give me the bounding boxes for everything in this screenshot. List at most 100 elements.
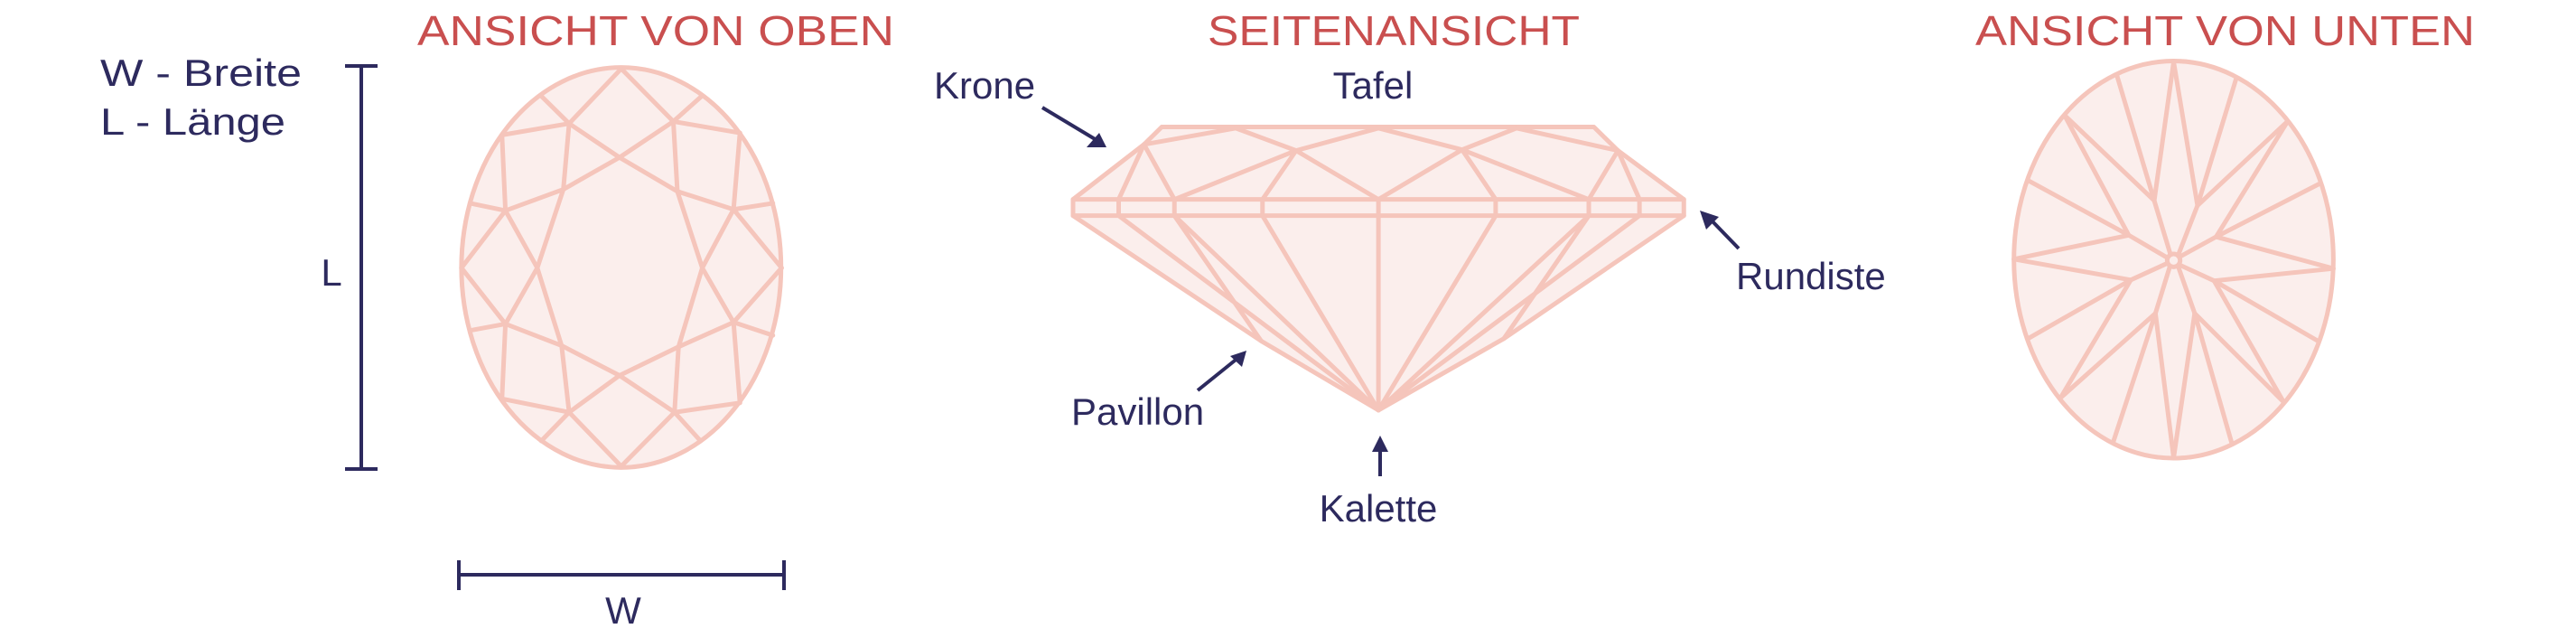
facet-line (2198, 121, 2288, 205)
facet-line (733, 133, 740, 210)
facet-line (621, 69, 674, 121)
facet-line (621, 412, 675, 466)
facet-line (2217, 184, 2319, 238)
facet-line (2174, 314, 2195, 458)
facet-line (2214, 281, 2318, 342)
facet-line (733, 203, 773, 210)
facet-line (1174, 216, 1261, 342)
crown-label: Krone (934, 64, 1035, 107)
pavilion-label: Pavillon (1071, 390, 1204, 433)
facet-line (1119, 145, 1144, 200)
facet-line (2131, 264, 2166, 280)
facet-line (502, 399, 569, 412)
culet-point (2167, 254, 2179, 267)
facet-line (703, 267, 734, 322)
facet-line (677, 192, 733, 210)
facet-line (1378, 216, 1589, 410)
facet-line (2214, 268, 2333, 281)
width-label: W (605, 589, 641, 632)
top-view-title: ANSICHT VON OBEN (417, 7, 894, 54)
facet-line (1462, 150, 1496, 200)
facet-line (1589, 151, 1618, 200)
facet-line (2195, 314, 2283, 402)
bottom-view-gem (2014, 61, 2334, 458)
facet-line (2028, 280, 2131, 339)
pavilion-arrow (1196, 351, 1246, 392)
length-dimension (345, 64, 378, 471)
facet-line (673, 121, 677, 191)
facet-line (1174, 216, 1378, 410)
facet-line (1144, 128, 1237, 145)
culet-label: Kalette (1320, 487, 1438, 530)
facet-line (733, 323, 740, 403)
facet-line (2180, 237, 2216, 257)
facet-line (470, 203, 505, 211)
facet-line (1378, 216, 1496, 410)
facet-line (733, 210, 781, 268)
top-view-gem (462, 68, 781, 468)
facet-line (2060, 280, 2131, 399)
facet-line (1517, 128, 1618, 151)
crown-arrow (1041, 106, 1106, 147)
facet-line (462, 211, 506, 267)
facet-line (2155, 314, 2173, 458)
facet-line (569, 412, 621, 466)
facet-line (2065, 115, 2129, 235)
side-view-gem (1073, 127, 1684, 409)
facet-line (2217, 237, 2334, 268)
facet-line (673, 96, 701, 121)
facet-line (620, 375, 675, 412)
facet-line (678, 323, 733, 347)
facet-line (2179, 267, 2195, 314)
facet-line (2154, 201, 2170, 254)
facet-line (462, 267, 506, 324)
facet-line (1236, 128, 1296, 151)
facet-line (2195, 314, 2232, 444)
facet-line (1378, 128, 1462, 150)
facet-line (2014, 259, 2131, 280)
facet-line (2113, 314, 2155, 443)
facet-line (2014, 235, 2129, 259)
legend-width: W - Breite (100, 52, 302, 94)
facet-line (541, 96, 569, 123)
facet-line (569, 69, 621, 124)
facet-line (569, 375, 620, 412)
culet-arrow (1372, 436, 1388, 476)
facet-line (1119, 216, 1379, 410)
facet-line (1462, 128, 1517, 150)
table-label: Tafel (1333, 64, 1414, 107)
facet-line (733, 267, 781, 322)
facet-line (1618, 151, 1639, 200)
facet-line (1296, 151, 1378, 200)
girdle-label: Rundiste (1736, 255, 1886, 297)
facet-line (541, 412, 569, 441)
facet-line (2116, 74, 2154, 201)
facet-line (733, 323, 773, 335)
facet-line (2060, 314, 2155, 399)
facet-line (1144, 145, 1175, 200)
girdle-arrow (1700, 211, 1741, 250)
facet-line (2129, 235, 2167, 257)
facet-line (1263, 216, 1378, 410)
facet-line (569, 124, 620, 158)
facet-line (1296, 128, 1378, 151)
facet-line (675, 347, 678, 412)
facet-line (2154, 61, 2173, 201)
facet-line (673, 121, 740, 133)
facet-line (564, 124, 569, 190)
facet-line (502, 124, 569, 136)
facet-line (2198, 78, 2236, 205)
width-dimension (457, 560, 786, 590)
facet-line (1504, 216, 1589, 339)
facet-line (2179, 205, 2198, 254)
facet-line (675, 403, 740, 412)
facet-line (2028, 180, 2129, 235)
facet-line (675, 412, 701, 441)
facet-line (1378, 150, 1462, 200)
facet-line (502, 135, 506, 211)
facet-line (2217, 121, 2288, 237)
facet-line (562, 345, 569, 412)
facet-line (2180, 266, 2214, 281)
facet-line (506, 324, 562, 345)
